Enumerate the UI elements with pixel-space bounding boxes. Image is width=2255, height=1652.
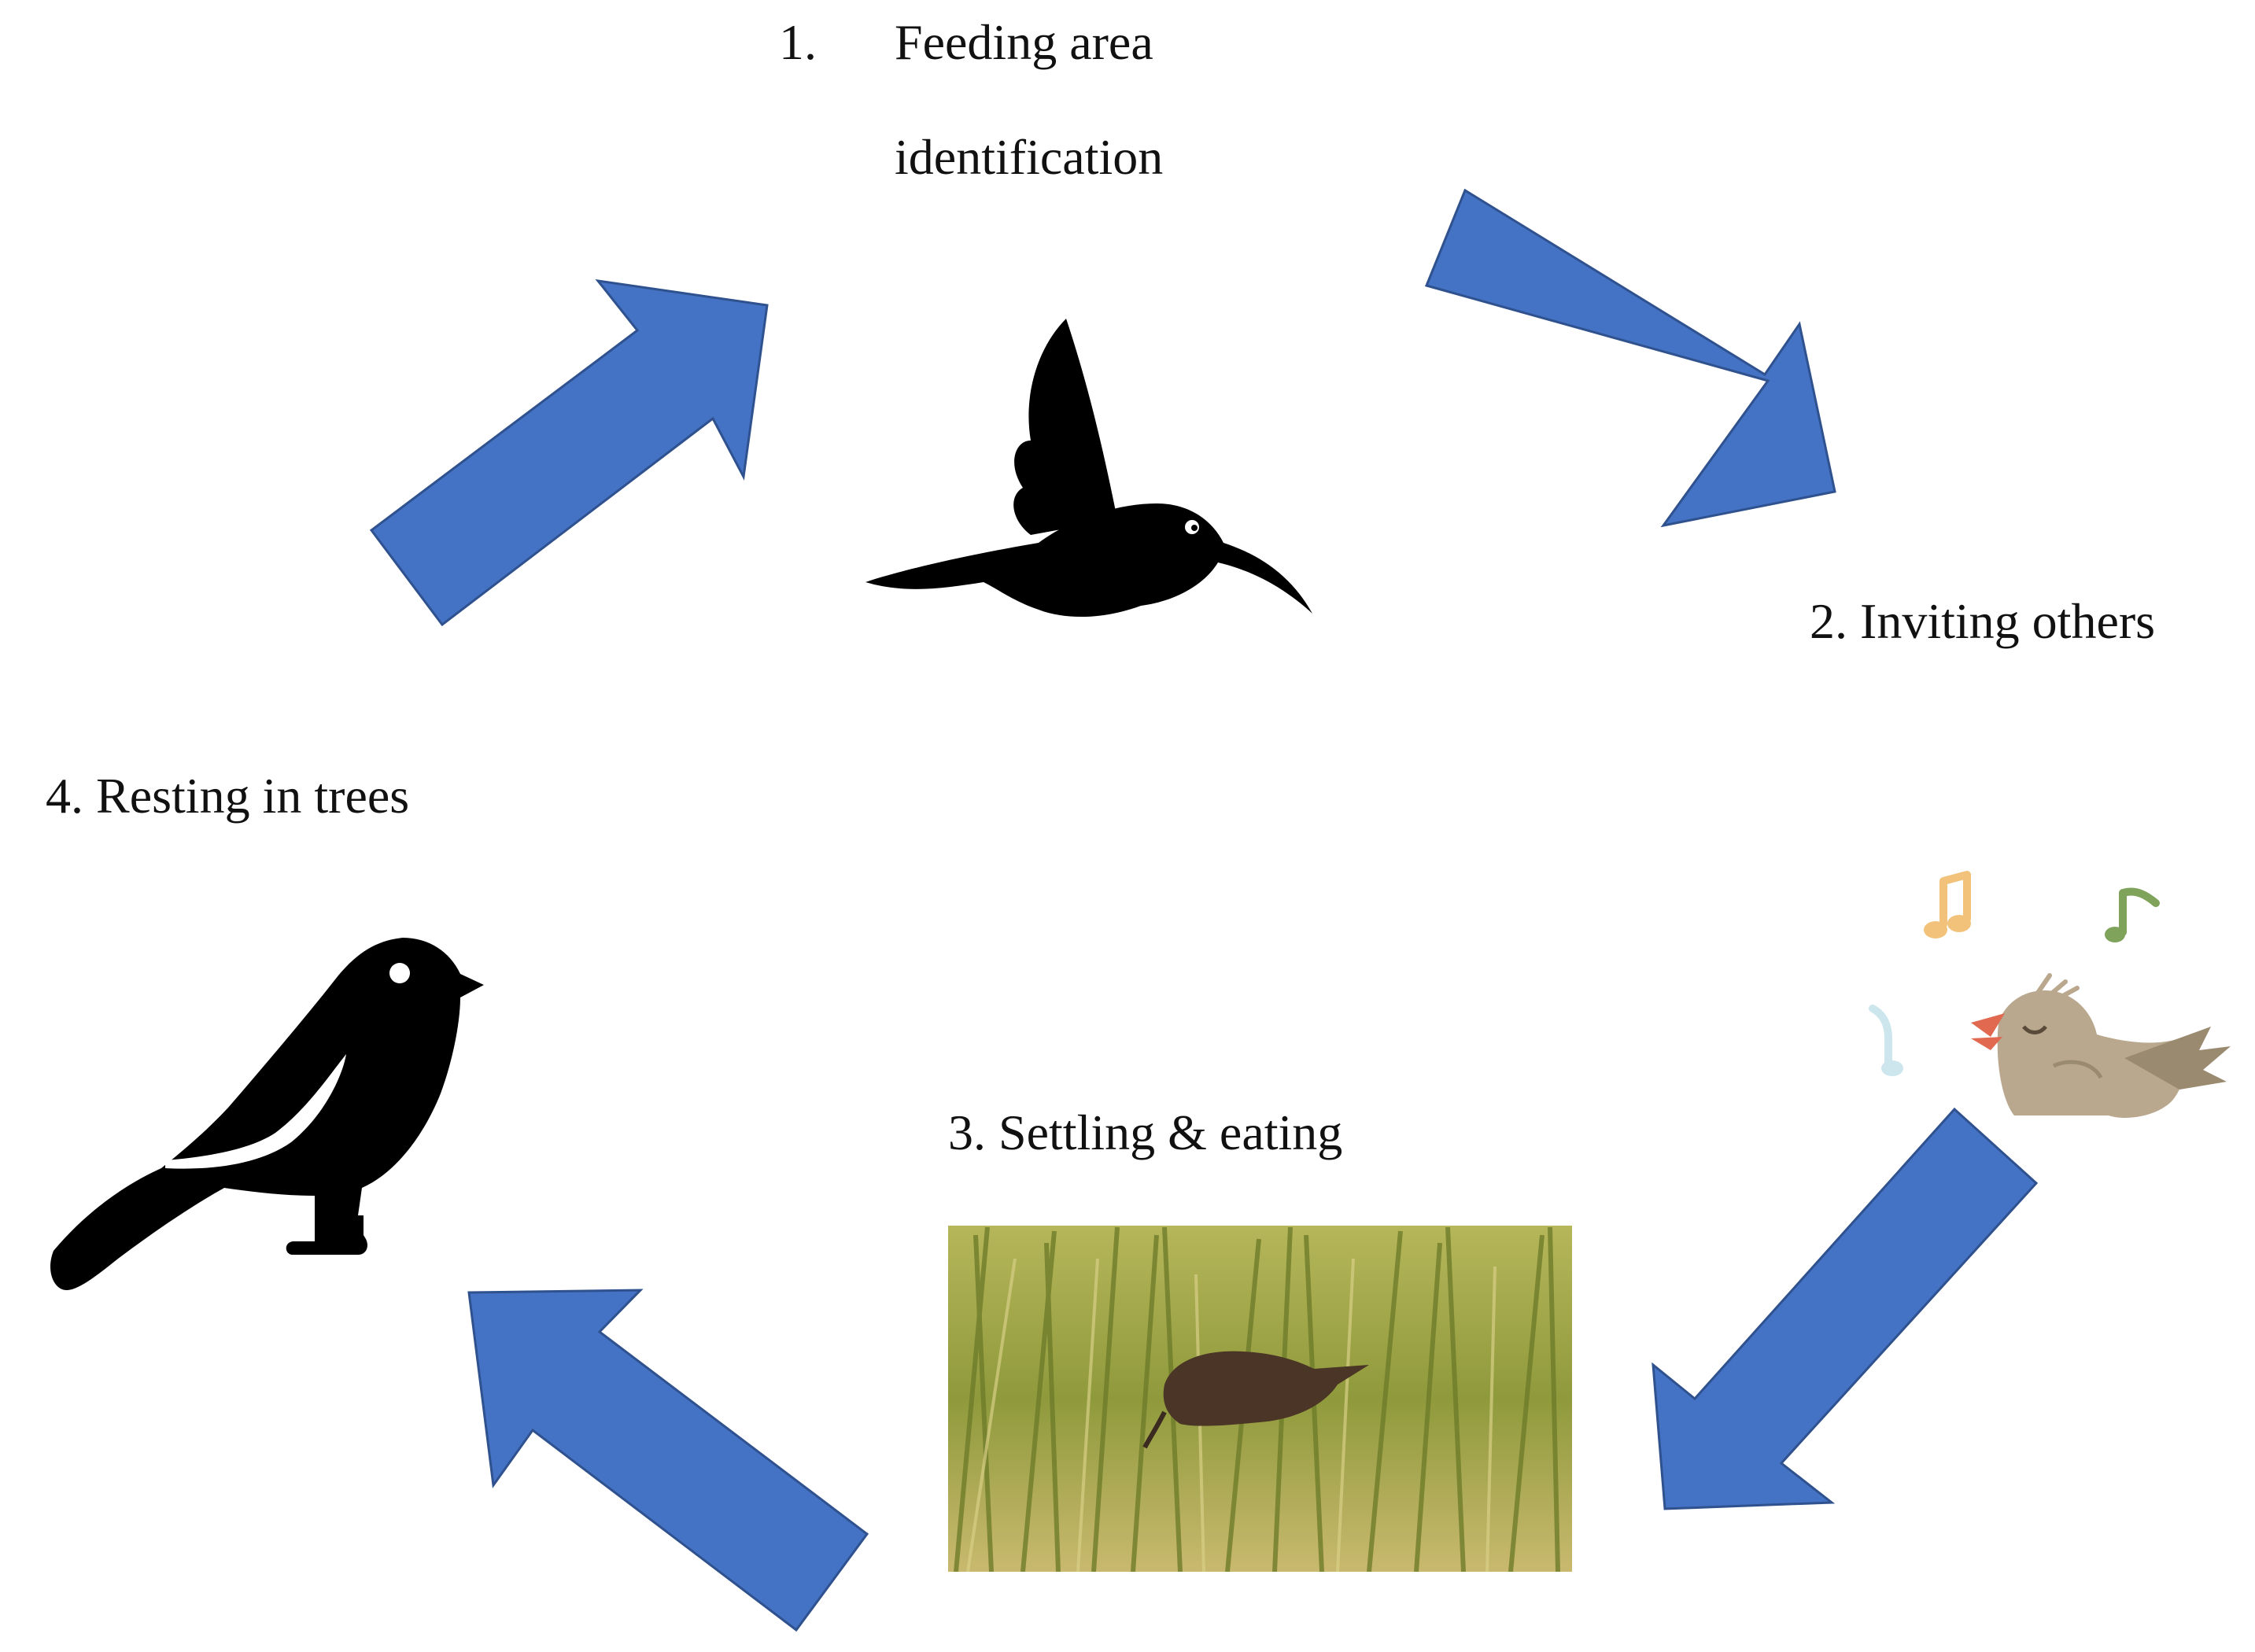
arrow-step1-to-step2 bbox=[1424, 188, 1836, 528]
step1-label-line1: Feeding area bbox=[895, 14, 1153, 70]
arrow-step4-to-step1 bbox=[369, 278, 769, 627]
singing-bird-icon bbox=[1971, 973, 2231, 1118]
hummingbird-icon bbox=[865, 319, 1312, 618]
arrow-step2-to-step3 bbox=[1652, 1107, 2039, 1510]
step3-label: 3. Settling & eating bbox=[948, 1104, 1343, 1160]
music-note-icon bbox=[1869, 871, 2160, 1076]
step1-label-line2: identification bbox=[895, 129, 1164, 185]
arrow-step3-to-step1-return bbox=[467, 1289, 869, 1632]
step1-number: 1. bbox=[779, 14, 817, 70]
bird-in-rice-field-photo bbox=[948, 1226, 1572, 1572]
step4-label: 4. Resting in trees bbox=[46, 768, 410, 824]
perched-bird-icon bbox=[50, 938, 484, 1290]
step2-label: 2. Inviting others bbox=[1810, 593, 2156, 649]
